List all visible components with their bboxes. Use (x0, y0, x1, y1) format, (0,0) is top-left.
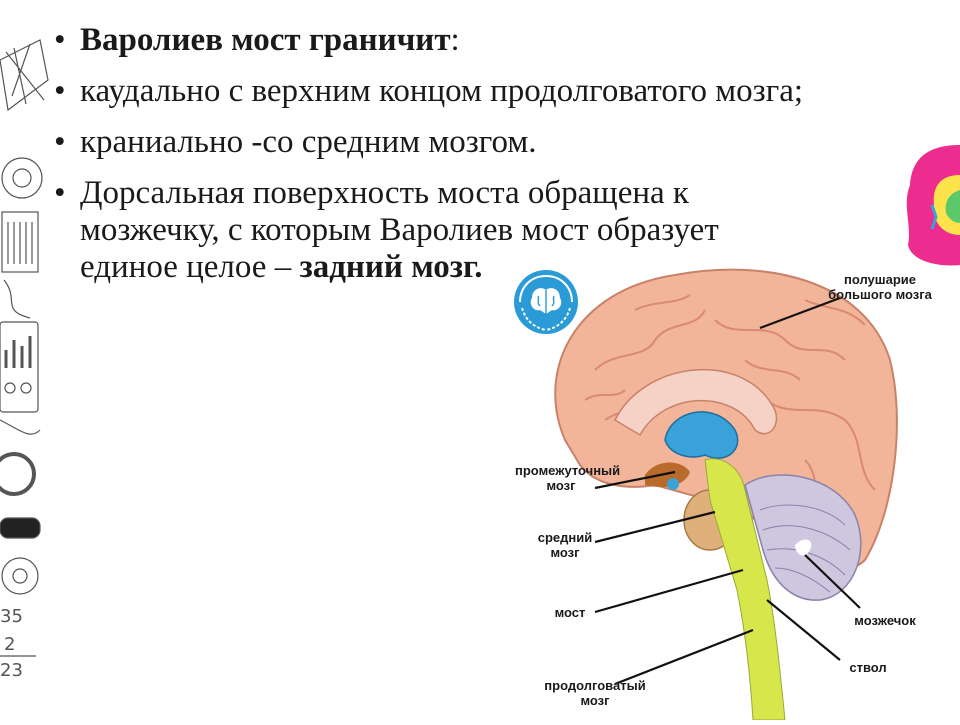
pointer-diencephalon (594, 470, 676, 490)
diencephalon-region (645, 462, 690, 488)
label-pons: мост (554, 605, 586, 620)
brain-emblem-icon (514, 270, 578, 334)
bullet-3: • краниально -со средним мозгом. (50, 124, 810, 161)
decorative-sketch-strip: 35 2 23 (0, 39, 49, 681)
label-midbrain: средний мозг (537, 530, 593, 560)
pointer-medulla (614, 628, 754, 686)
bullet-1-tail: : (450, 22, 460, 58)
brain-illustration (554, 268, 898, 721)
bullet-1: • Варолиев мост граничит: (50, 22, 810, 59)
pointer-pons (594, 568, 744, 614)
bullet-3-text: краниально -со средним мозгом. (80, 124, 537, 160)
pointer-stem (766, 599, 841, 661)
bullet-dot: • (54, 124, 66, 160)
label-diencephalon: промежуточный мозг (515, 463, 621, 493)
decor-number-3: 23 (0, 660, 23, 681)
bullet-dot: • (54, 22, 66, 58)
bullet-4: • Дорсальная поверхность моста обращена … (50, 175, 800, 286)
bullet-4-bold: задний мозг. (299, 249, 483, 285)
pointer-midbrain (594, 510, 716, 544)
label-cerebellum: мозжечок (854, 613, 916, 628)
bullet-2: • каудально с верхним концом продолговат… (50, 73, 810, 110)
bullet-4-text: Дорсальная поверхность моста обращена к … (80, 175, 719, 285)
bullet-list: • Варолиев мост граничит: • каудально с … (50, 22, 810, 300)
corner-brain-icon (906, 145, 960, 266)
corpus-callosum (614, 369, 778, 437)
bullet-dot: • (54, 175, 66, 211)
brain-diagram: полушарие большого мозга промежуточный м… (505, 250, 960, 721)
bullet-dot: • (54, 73, 66, 109)
bullet-2-text: каудально с верхним концом продолговатог… (80, 73, 804, 109)
label-medulla: продолговатый мозг (544, 678, 646, 708)
pointer-hemisphere (759, 296, 841, 330)
label-stem: ствол (849, 660, 887, 675)
brainstem (704, 458, 786, 721)
decor-number-2: 2 (4, 634, 15, 655)
decor-number-1: 35 (0, 606, 23, 627)
ventricle (664, 411, 739, 459)
pointer-cerebellum (804, 554, 861, 609)
label-hemisphere: полушарие большого мозга (828, 272, 932, 302)
bullet-1-bold: Варолиев мост граничит (80, 22, 451, 58)
